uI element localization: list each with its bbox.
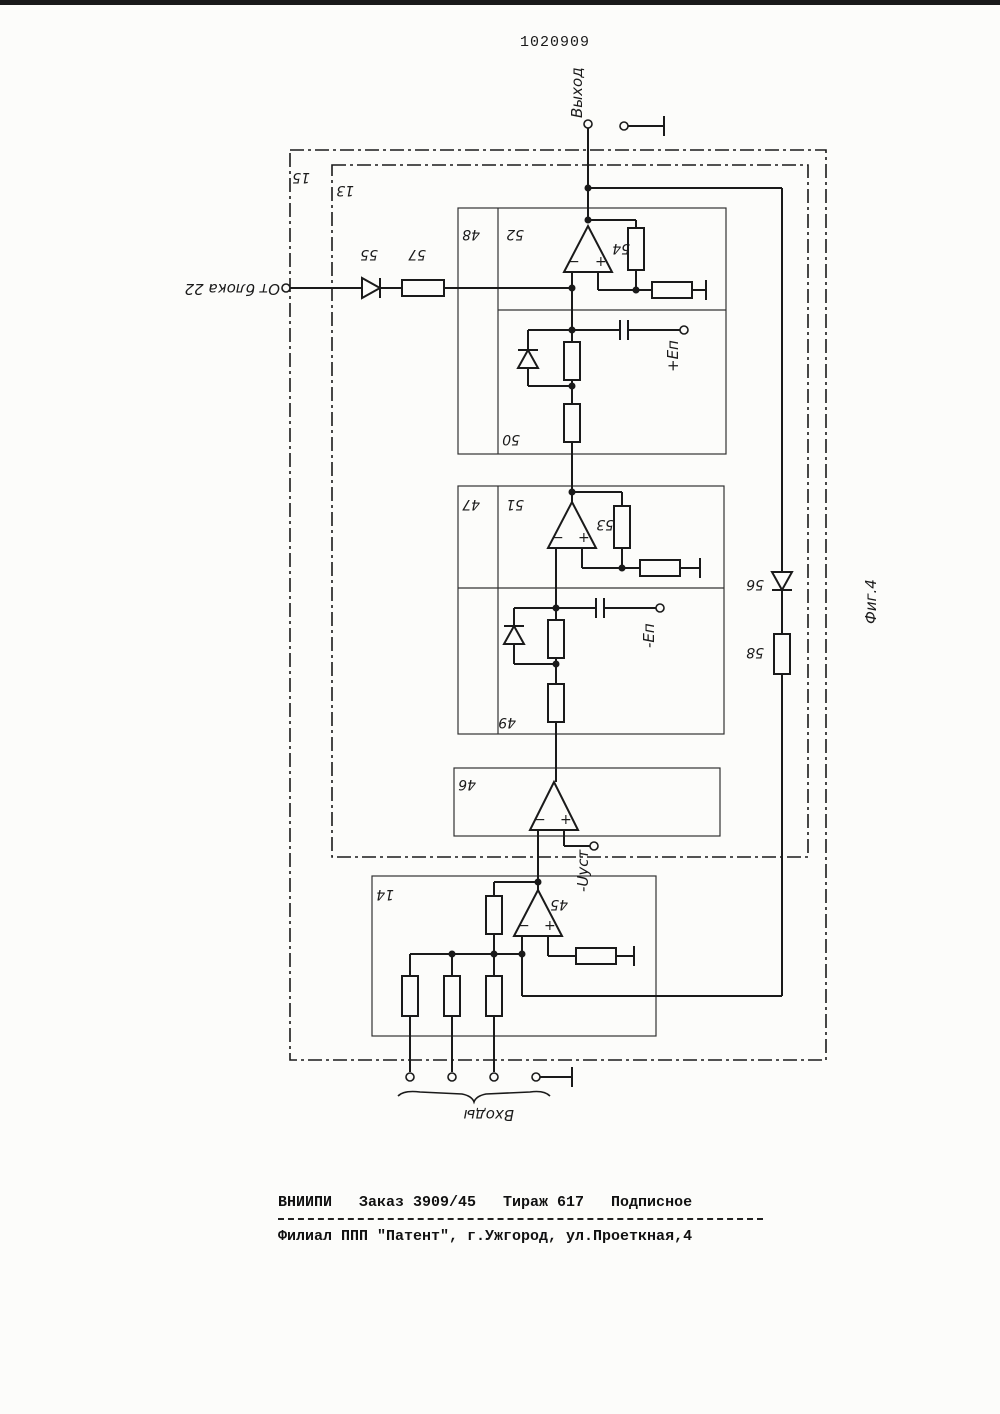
block-52-label: 52: [506, 226, 524, 242]
comparator-46-plus: +: [560, 812, 572, 828]
diode-block-50: [518, 350, 538, 368]
inputs-label: Входы: [463, 1106, 514, 1124]
comparator-46-minus: −: [534, 812, 546, 828]
resistor-block-50-a: [564, 342, 580, 380]
block-14-label: 14: [376, 886, 394, 902]
supply-minus-terminal: [656, 604, 664, 612]
opamp-51-plus-junction: [619, 565, 626, 572]
block-50-mid-junction: [569, 383, 576, 390]
block-50-label: 50: [502, 431, 520, 447]
block-47-label: 47: [462, 496, 480, 512]
block-49-mid-junction: [553, 661, 560, 668]
input-resistor-3: [486, 976, 502, 1016]
component-54-label: 54: [612, 240, 630, 256]
external-input-label: От блока 22: [185, 280, 280, 298]
supply-positive-label: +Eп: [664, 340, 682, 372]
input-ground-terminal: [532, 1073, 540, 1081]
resistor-block-49-b: [548, 684, 564, 722]
inputs-brace: [398, 1092, 550, 1103]
opamp-51-minus: −: [552, 530, 564, 546]
resistor-45-ground: [576, 948, 616, 964]
block-15-boundary: [290, 150, 826, 1060]
resistor-57: [402, 280, 444, 296]
block-15-label: 15: [292, 169, 310, 185]
input-resistor-1: [402, 976, 418, 1016]
setpoint-terminal: [590, 842, 598, 850]
component-55-label: 55: [360, 246, 378, 262]
component-56-label: 56: [746, 576, 764, 592]
block-51-label: 51: [506, 496, 524, 512]
component-45-label: 45: [550, 896, 568, 912]
footer-address-line: Филиал ППП "Патент", г.Ужгород, ул.Проет…: [278, 1228, 768, 1245]
resistor-53: [614, 506, 630, 548]
footer-publisher-line: ВНИИПИ Заказ 3909/45 Тираж 617 Подписное: [278, 1194, 768, 1211]
diode-block-49: [504, 626, 524, 644]
opamp-52-minus: −: [568, 254, 580, 270]
opamp-45-minus: −: [518, 918, 530, 934]
block-48-label: 48: [462, 226, 480, 242]
input-resistor-2: [444, 976, 460, 1016]
supply-negative-label: -Eп: [640, 623, 658, 648]
opamp-45-plus: +: [544, 918, 556, 934]
block-49-label: 49: [498, 714, 516, 730]
diode-56: [772, 572, 792, 590]
resistor-45-feedback: [486, 896, 502, 934]
block-46-boundary: [454, 768, 720, 836]
footer-separator: [278, 1218, 763, 1220]
component-53-label: 53: [596, 516, 614, 532]
resistor-58: [774, 634, 790, 674]
block-13-label: 13: [336, 182, 354, 198]
setpoint-voltage-label: -Uуст: [574, 848, 592, 892]
resistor-block-49-a: [548, 620, 564, 658]
output-terminal: [584, 120, 592, 128]
external-input-terminal: [282, 284, 290, 292]
block-46-label: 46: [458, 776, 476, 792]
figure-label: Фиг.4: [862, 579, 880, 624]
resistor-51-ground: [640, 560, 680, 576]
opamp-52-plus-junction: [633, 287, 640, 294]
output-label: Выход: [568, 67, 586, 118]
input-terminal-3: [490, 1073, 498, 1081]
component-58-label: 58: [746, 644, 764, 660]
opamp-51-plus: +: [578, 530, 590, 546]
output-ground-terminal: [620, 122, 628, 130]
input-terminal-2: [448, 1073, 456, 1081]
resistor-block-50-b: [564, 404, 580, 442]
component-57-label: 57: [408, 246, 426, 262]
opamp-52-plus: +: [595, 254, 607, 270]
supply-plus-terminal: [680, 326, 688, 334]
opamp-52-input-junction: [569, 285, 576, 292]
resistor-52-ground: [652, 282, 692, 298]
input-terminal-1: [406, 1073, 414, 1081]
diode-55: [362, 278, 380, 298]
